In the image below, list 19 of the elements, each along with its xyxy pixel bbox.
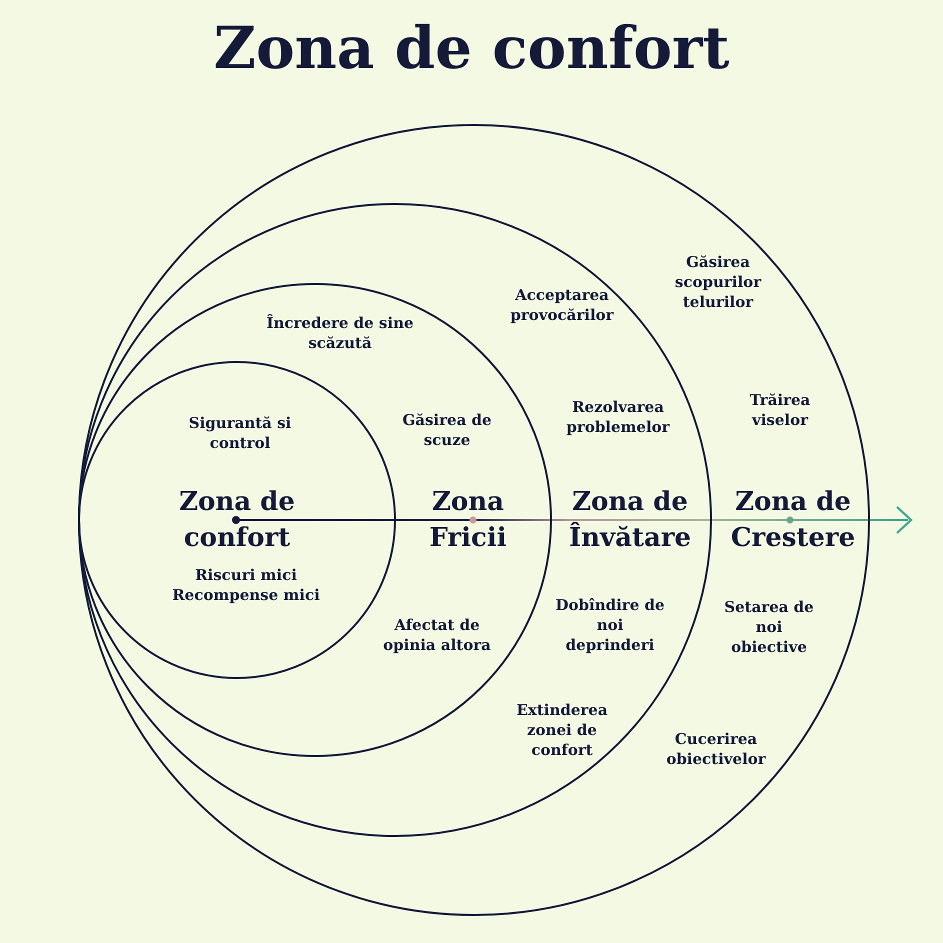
zone-item-text: Riscuri mici Recompense mici bbox=[171, 565, 321, 605]
zone-item-text: Acceptarea provocărilor bbox=[509, 285, 615, 325]
zone-title: Zona de Învătare bbox=[568, 486, 692, 555]
zone-title: Zona Fricii bbox=[428, 486, 508, 555]
zone-item-text: Dobîndire de noi deprinderi bbox=[555, 595, 665, 655]
diagram-title: Zona de confort bbox=[212, 14, 730, 82]
zone-item-text: Trăirea viselor bbox=[748, 390, 812, 430]
zone-item-text: Încredere de sine scăzută bbox=[265, 313, 415, 353]
zone-item-text: Rezolvarea problemelor bbox=[565, 397, 671, 437]
zone-item-text: Setarea de noi obiective bbox=[723, 597, 815, 657]
zone-item-text: Cucerirea obiectivelor bbox=[665, 729, 767, 769]
zone-item-text: Găsirea scopurilor telurilor bbox=[674, 252, 762, 312]
zone-circle bbox=[78, 124, 870, 916]
zone-item-text: Extinderea zonei de confort bbox=[515, 700, 609, 760]
zone-title: Zona de Crestere bbox=[730, 486, 856, 555]
zone-item-text: Găsirea de scuze bbox=[401, 410, 493, 450]
zone-title: Zona de confort bbox=[178, 486, 296, 555]
zone-item-text: Sigurantă si control bbox=[188, 413, 292, 453]
zone-item-text: Afectat de opinia altora bbox=[382, 615, 492, 655]
